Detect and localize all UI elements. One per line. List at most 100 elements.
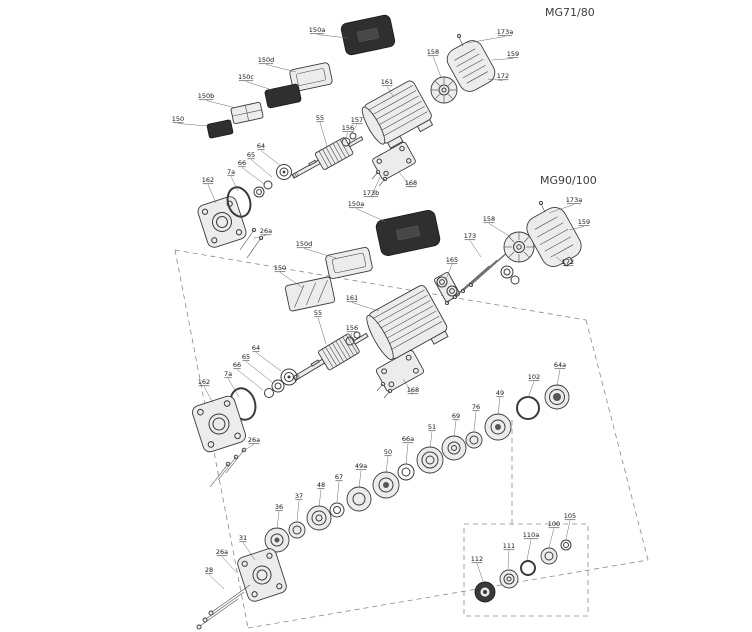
part-callout: 168	[407, 386, 419, 394]
callout-leader	[402, 378, 414, 395]
callout-labels: 150a150d150c150b150161158173a15917255156…	[172, 26, 590, 590]
part-callout: 159	[507, 50, 519, 58]
callout-leader	[429, 431, 433, 449]
callout-leader	[351, 302, 380, 312]
callout-leader	[276, 511, 280, 530]
part-callout: 156	[342, 124, 354, 132]
part-callout: 150d	[258, 56, 275, 64]
callout-leader	[349, 332, 353, 341]
callout-leader	[497, 397, 501, 416]
part-callout: 55	[316, 114, 324, 122]
gasket-plate	[284, 276, 336, 312]
callout-leader	[351, 124, 358, 134]
fan-cover	[526, 207, 582, 267]
callout-leader	[445, 264, 453, 280]
part-callout: 150a	[309, 26, 325, 34]
callout-leader	[236, 369, 264, 391]
callout-leader	[565, 520, 571, 540]
part-callout: 31	[239, 534, 247, 542]
part-callout: 50	[384, 448, 392, 456]
callout-leader	[488, 223, 512, 238]
fan	[430, 76, 458, 104]
part-callout: 49	[496, 389, 504, 397]
model-title-mg71-80: MG71/80	[545, 6, 595, 19]
part-callout: 69	[452, 412, 460, 420]
stator-housing	[361, 80, 434, 149]
callout-leader	[318, 489, 322, 508]
part-callout: 159	[578, 218, 590, 226]
part-callout: 162	[198, 378, 210, 386]
part-callout: 150	[274, 264, 286, 272]
callout-leader	[317, 317, 327, 345]
part-callout: 172	[562, 258, 574, 266]
callout-leader	[221, 556, 237, 573]
callout-leader	[177, 123, 209, 127]
part-callout: 7a	[227, 168, 235, 176]
callout-leader	[568, 226, 585, 231]
callout-leader	[398, 171, 412, 188]
cover-screw	[456, 33, 464, 47]
part-callout: 110a	[523, 531, 539, 539]
part-callout: 162	[202, 176, 214, 184]
callout-leader	[208, 574, 225, 590]
callout-leader	[385, 456, 389, 474]
callout-leader	[279, 272, 304, 289]
part-callout: 173	[464, 232, 476, 240]
terminal-block	[230, 101, 264, 125]
callout-leader	[548, 528, 555, 548]
callout-leader	[526, 539, 532, 561]
pump-stack	[196, 384, 570, 630]
callout-leader	[556, 369, 561, 387]
part-callout: 66a	[402, 435, 414, 443]
seal-detail	[474, 539, 572, 603]
callout-leader	[227, 378, 240, 398]
part-callout: 111	[503, 542, 515, 550]
part-callout: 105	[564, 512, 576, 520]
callout-leader	[491, 58, 514, 61]
callout-leader	[296, 500, 300, 522]
callout-leader	[555, 256, 569, 267]
callout-leader	[527, 381, 535, 399]
terminal-box-cover	[325, 246, 373, 280]
cover-screw	[538, 200, 546, 213]
plate-screws	[371, 169, 388, 187]
mounting-plate	[375, 350, 425, 392]
rotor-shaft	[292, 332, 369, 382]
part-callout: 28	[205, 566, 213, 574]
flange-bolts	[209, 447, 247, 488]
callout-leader	[245, 361, 273, 383]
studs	[196, 584, 251, 630]
callout-leader	[241, 167, 265, 185]
washer-stack	[253, 164, 292, 198]
part-callout: 26a	[248, 436, 260, 444]
callout-leader	[205, 100, 237, 109]
callout-leader	[250, 159, 273, 178]
part-callout: 150d	[296, 240, 313, 248]
callout-leader	[255, 352, 282, 372]
fan-washers	[500, 265, 520, 285]
terminal-box-cover	[289, 62, 333, 92]
callout-leader	[319, 122, 328, 147]
part-callout: 161	[381, 78, 393, 86]
callout-leader	[316, 34, 349, 39]
o-ring	[226, 186, 252, 218]
part-callout: 64a	[554, 361, 566, 369]
callout-leader	[370, 176, 381, 198]
part-callout: 51	[428, 423, 436, 431]
callout-leader	[344, 132, 349, 141]
part-callout: 158	[427, 48, 439, 56]
part-callout: 65	[247, 151, 255, 159]
callout-leader	[207, 184, 217, 204]
fan-cover	[446, 40, 496, 92]
pump-flange	[237, 548, 287, 602]
assembly-mg71-80	[197, 14, 496, 259]
callout-leader	[253, 235, 267, 239]
part-callout: 157	[351, 116, 363, 124]
part-callout: 66	[233, 361, 241, 369]
part-callout: 150b	[198, 92, 215, 100]
part-callout: 161	[346, 294, 358, 302]
part-callout: 173a	[566, 196, 582, 204]
assembly-mg90-100	[192, 200, 582, 488]
callout-leader	[466, 36, 506, 44]
flange-bolts	[239, 227, 264, 259]
